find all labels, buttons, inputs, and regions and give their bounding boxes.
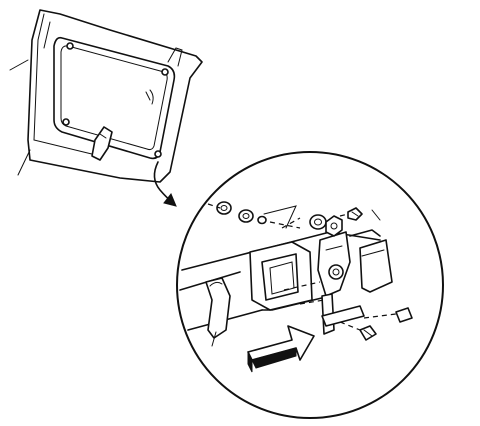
nut: [325, 215, 343, 237]
bracket: [321, 229, 393, 335]
callout-arrow: [153, 161, 177, 207]
exploded-view-guides: [207, 203, 397, 331]
washer: [216, 201, 327, 230]
clip: [205, 277, 231, 347]
latch-assembly: [179, 231, 381, 331]
direction-arrow: [247, 325, 315, 373]
screw: [347, 207, 413, 341]
detail-circle: [176, 151, 444, 419]
van-side-window: [9, 9, 203, 183]
